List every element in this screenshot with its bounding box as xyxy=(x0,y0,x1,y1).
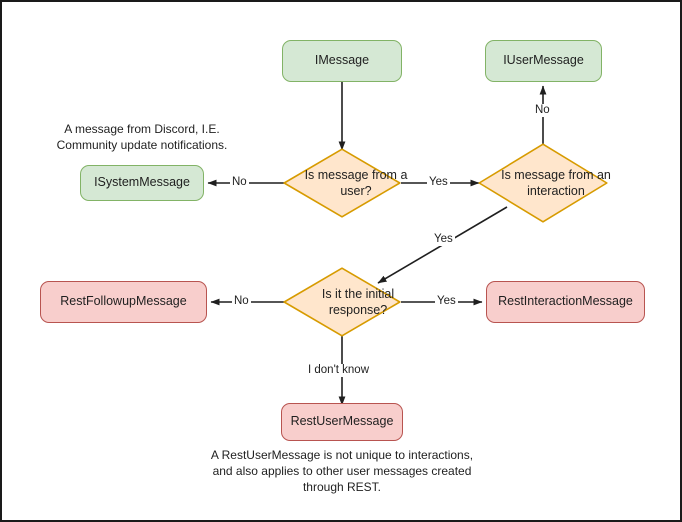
edge-label-from-user-yes: Yes xyxy=(427,176,450,189)
node-restinteractionmessage[interactable]: RestInteractionMessage xyxy=(486,281,645,323)
diamond-shape-from-interaction xyxy=(478,143,608,223)
node-imessage-label: IMessage xyxy=(314,53,370,68)
node-restinteractionmessage-label: RestInteractionMessage xyxy=(498,294,633,309)
node-isystemmessage-label: ISystemMessage xyxy=(94,175,190,190)
node-decision-from-interaction[interactable]: Is message from an interaction xyxy=(478,143,611,223)
node-decision-initial-response[interactable]: Is it the initial response? xyxy=(283,267,401,337)
node-restusermessage-label: RestUserMessage xyxy=(290,414,394,429)
edge-label-initial-yes: Yes xyxy=(435,295,458,308)
edge-label-from-user-no: No xyxy=(230,176,249,189)
node-restfollowupmessage[interactable]: RestFollowupMessage xyxy=(40,281,207,323)
node-isystemmessage[interactable]: ISystemMessage xyxy=(80,165,204,201)
node-iusermessage-label: IUserMessage xyxy=(503,53,584,68)
note-rest-user-message: A RestUserMessage is not unique to inter… xyxy=(210,448,474,495)
node-restusermessage[interactable]: RestUserMessage xyxy=(281,403,403,441)
edge-label-initial-no: No xyxy=(232,295,251,308)
edge-label-from-interaction-no: No xyxy=(533,104,552,117)
diamond-shape-initial-response xyxy=(283,267,401,337)
node-restfollowupmessage-label: RestFollowupMessage xyxy=(60,294,187,309)
node-iusermessage[interactable]: IUserMessage xyxy=(485,40,602,82)
note-system-message: A message from Discord, I.E. Community u… xyxy=(56,122,228,153)
node-decision-from-user[interactable]: Is message from a user? xyxy=(283,148,407,218)
edge-label-from-interaction-yes: Yes xyxy=(432,233,455,246)
diamond-shape-from-user xyxy=(283,148,401,218)
node-imessage[interactable]: IMessage xyxy=(282,40,402,82)
edge-label-initial-unknown: I don't know xyxy=(306,364,372,377)
